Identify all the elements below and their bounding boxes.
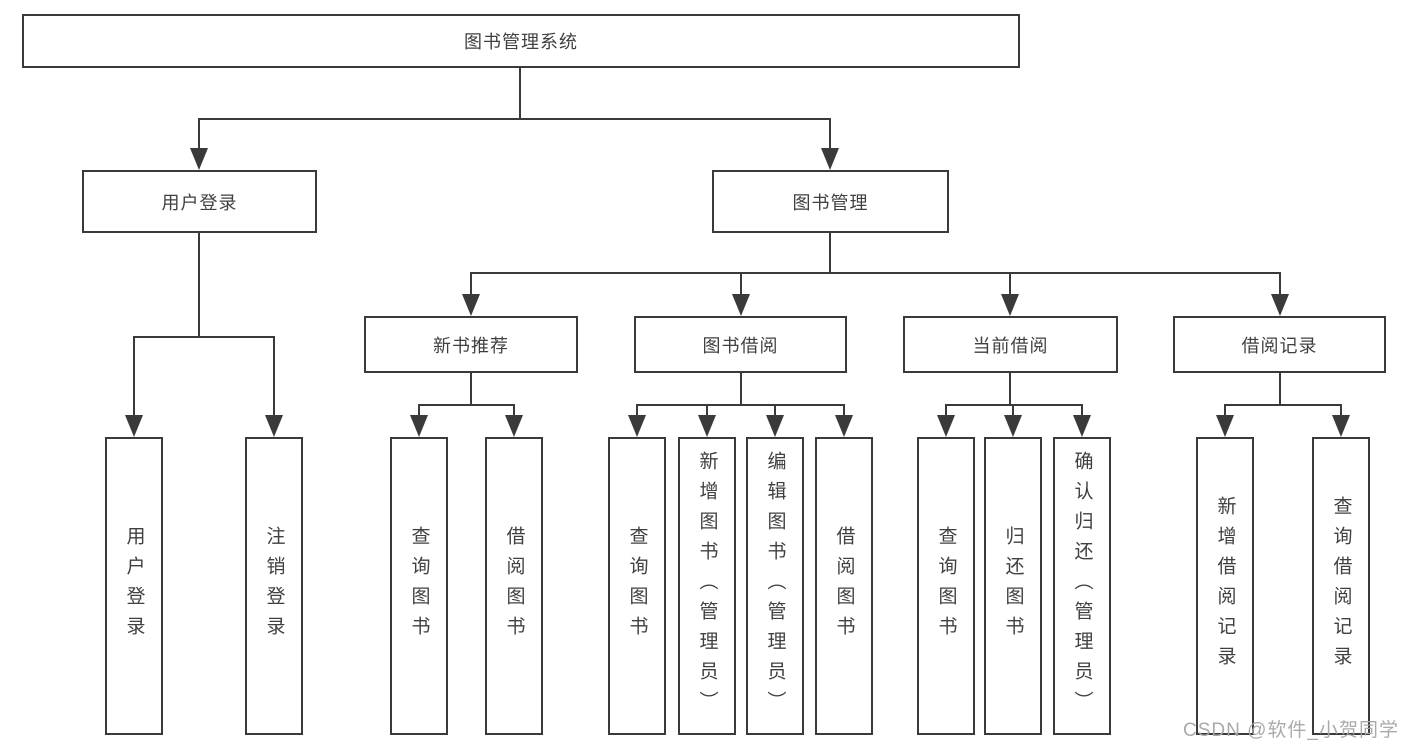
leaf-query-books: 查询图书 (608, 437, 666, 735)
connector-line (513, 404, 515, 417)
leaf-user-login: 用户登录 (105, 437, 163, 735)
connector-line (945, 404, 1083, 406)
csdn-watermark: CSDN @软件_小贺同学 (1183, 720, 1399, 741)
connector-line (1224, 404, 1226, 417)
connector-line (470, 272, 1281, 274)
connector-line (519, 68, 521, 118)
node-book-management: 图书管理 (712, 170, 949, 233)
leaf-query-books: 查询图书 (917, 437, 975, 735)
arrow-down-icon (835, 415, 853, 437)
arrow-down-icon (1216, 415, 1234, 437)
arrow-down-icon (937, 415, 955, 437)
connector-line (740, 373, 742, 404)
connector-line (1279, 272, 1281, 296)
leaf-confirm-return-admin: 确认归还（管理员） (1053, 437, 1111, 735)
arrow-down-icon (732, 294, 750, 316)
leaf-logout: 注销登录 (245, 437, 303, 735)
arrow-down-icon (1332, 415, 1350, 437)
node-user-login: 用户登录 (82, 170, 317, 233)
connector-line (636, 404, 638, 417)
leaf-query-books: 查询图书 (390, 437, 448, 735)
leaf-query-borrow-record: 查询借阅记录 (1312, 437, 1370, 735)
connector-line (1009, 272, 1011, 296)
arrow-down-icon (1004, 415, 1022, 437)
connector-line (706, 404, 708, 417)
connector-line (470, 373, 472, 404)
connector-line (198, 118, 831, 120)
arrow-down-icon (410, 415, 428, 437)
arrow-down-icon (1001, 294, 1019, 316)
connector-line (843, 404, 845, 417)
connector-line (1279, 373, 1281, 404)
connector-line (945, 404, 947, 417)
arrow-down-icon (766, 415, 784, 437)
connector-line (198, 233, 200, 336)
connector-line (133, 336, 275, 338)
connector-line (1224, 404, 1342, 406)
connector-line (829, 233, 831, 272)
node-new-book-recommend: 新书推荐 (364, 316, 578, 373)
connector-line (1081, 404, 1083, 417)
arrow-down-icon (462, 294, 480, 316)
connector-line (1012, 404, 1014, 417)
arrow-down-icon (190, 148, 208, 170)
node-current-borrowing: 当前借阅 (903, 316, 1118, 373)
connector-line (1340, 404, 1342, 417)
connector-line (470, 272, 472, 296)
arrow-down-icon (698, 415, 716, 437)
connector-line (636, 404, 845, 406)
leaf-add-borrow-record: 新增借阅记录 (1196, 437, 1254, 735)
leaf-add-book-admin: 新增图书（管理员） (678, 437, 736, 735)
connector-line (418, 404, 515, 406)
leaf-borrow-books: 借阅图书 (815, 437, 873, 735)
connector-line (198, 118, 200, 152)
connector-line (829, 118, 831, 152)
connector-line (418, 404, 420, 417)
connector-line (273, 336, 275, 417)
arrow-down-icon (505, 415, 523, 437)
arrow-down-icon (1073, 415, 1091, 437)
node-borrowing-records: 借阅记录 (1173, 316, 1386, 373)
arrow-down-icon (821, 148, 839, 170)
node-root: 图书管理系统 (22, 14, 1020, 68)
leaf-return-books: 归还图书 (984, 437, 1042, 735)
connector-line (740, 272, 742, 296)
connector-line (1009, 373, 1011, 404)
connector-line (774, 404, 776, 417)
leaf-borrow-books: 借阅图书 (485, 437, 543, 735)
arrow-down-icon (265, 415, 283, 437)
arrow-down-icon (628, 415, 646, 437)
node-book-borrowing: 图书借阅 (634, 316, 847, 373)
connector-line (133, 336, 135, 417)
leaf-edit-book-admin: 编辑图书（管理员） (746, 437, 804, 735)
arrow-down-icon (125, 415, 143, 437)
arrow-down-icon (1271, 294, 1289, 316)
